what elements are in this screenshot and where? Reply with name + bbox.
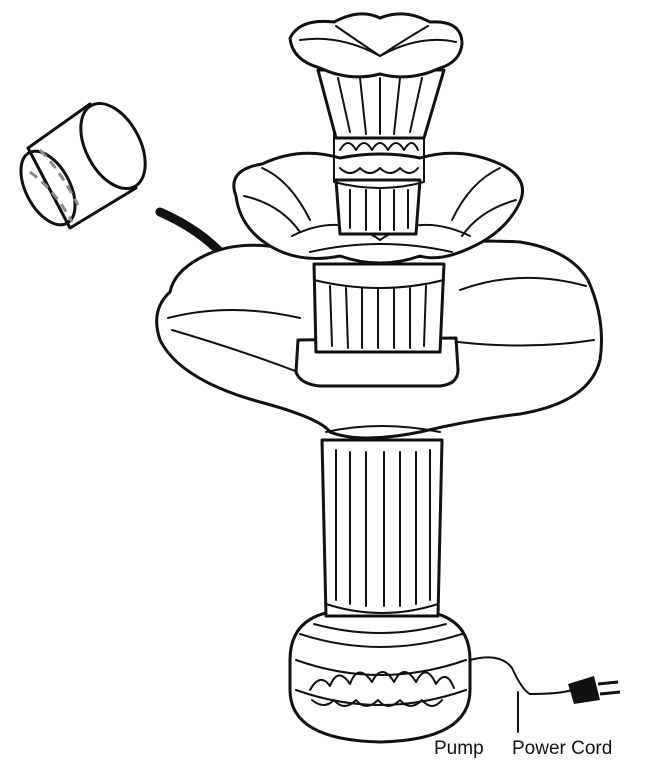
fountain-neck [334, 124, 424, 234]
fountain-pillar [322, 440, 442, 616]
fountain-top-flower [290, 14, 462, 138]
pump-label: Pump [434, 738, 484, 760]
plug-icon [568, 676, 620, 704]
power-cord-label: Power Cord [512, 738, 612, 760]
fountain-base [290, 612, 470, 742]
power-cord [470, 657, 572, 732]
fountain-middle-column [296, 264, 458, 386]
cup-icon [10, 93, 159, 234]
